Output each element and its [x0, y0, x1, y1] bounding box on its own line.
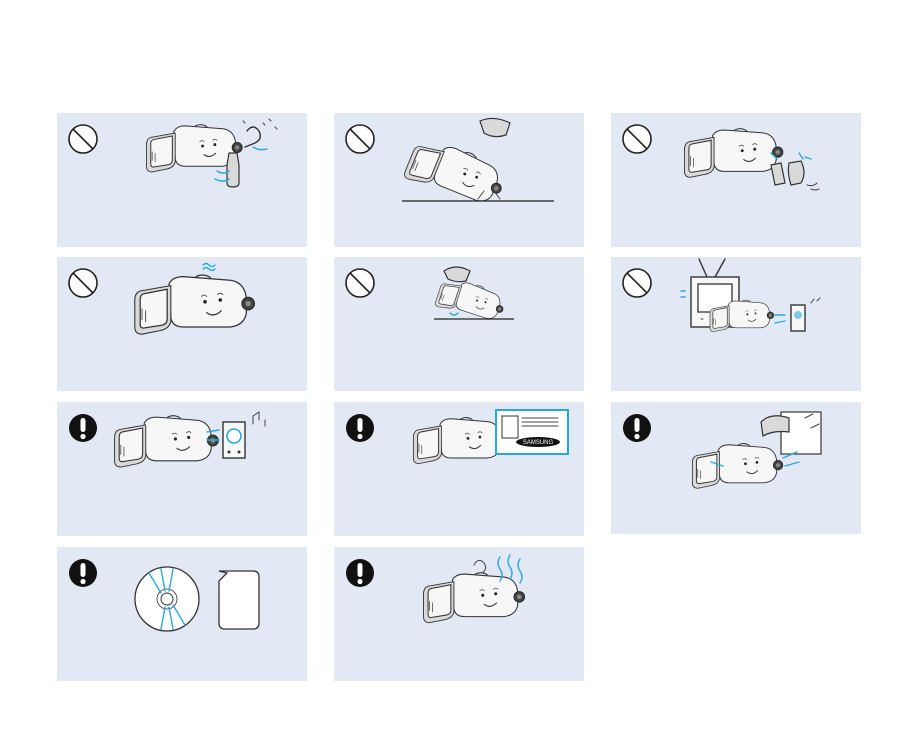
- illustration-camcorder-near-speaker: [57, 402, 307, 536]
- safety-card-8: SAMSUNG: [334, 402, 584, 536]
- illustration-camcorder-with-samsung-accessories: SAMSUNG: [334, 402, 584, 536]
- safety-card-7: [57, 402, 307, 536]
- illustration-camcorder-in-hot-place: [334, 547, 584, 681]
- safety-card-10: [57, 547, 307, 681]
- safety-card-3: [611, 113, 861, 247]
- illustration-camcorder-falling-while-held: [334, 257, 584, 391]
- illustration-camcorder-near-tv-and-speaker: [611, 257, 861, 391]
- illustration-disc-and-memory-card: [57, 547, 307, 681]
- safety-card-4: [57, 257, 307, 391]
- safety-card-2: [334, 113, 584, 247]
- safety-card-5: [334, 257, 584, 391]
- safety-card-6: [611, 257, 861, 391]
- illustration-camcorder-near-liquid: [57, 113, 307, 247]
- illustration-camcorder-near-window-curtain: [611, 402, 861, 536]
- illustration-camcorder-near-insecticide-spray: [611, 113, 861, 247]
- safety-card-1: [57, 113, 307, 247]
- safety-card-11: [334, 547, 584, 681]
- illustration-camcorder-overheating: [57, 257, 307, 391]
- illustration-camcorder-dropped-on-edge: [334, 113, 584, 247]
- samsung-logo-text: SAMSUNG: [523, 440, 554, 446]
- safety-card-9: [611, 402, 861, 534]
